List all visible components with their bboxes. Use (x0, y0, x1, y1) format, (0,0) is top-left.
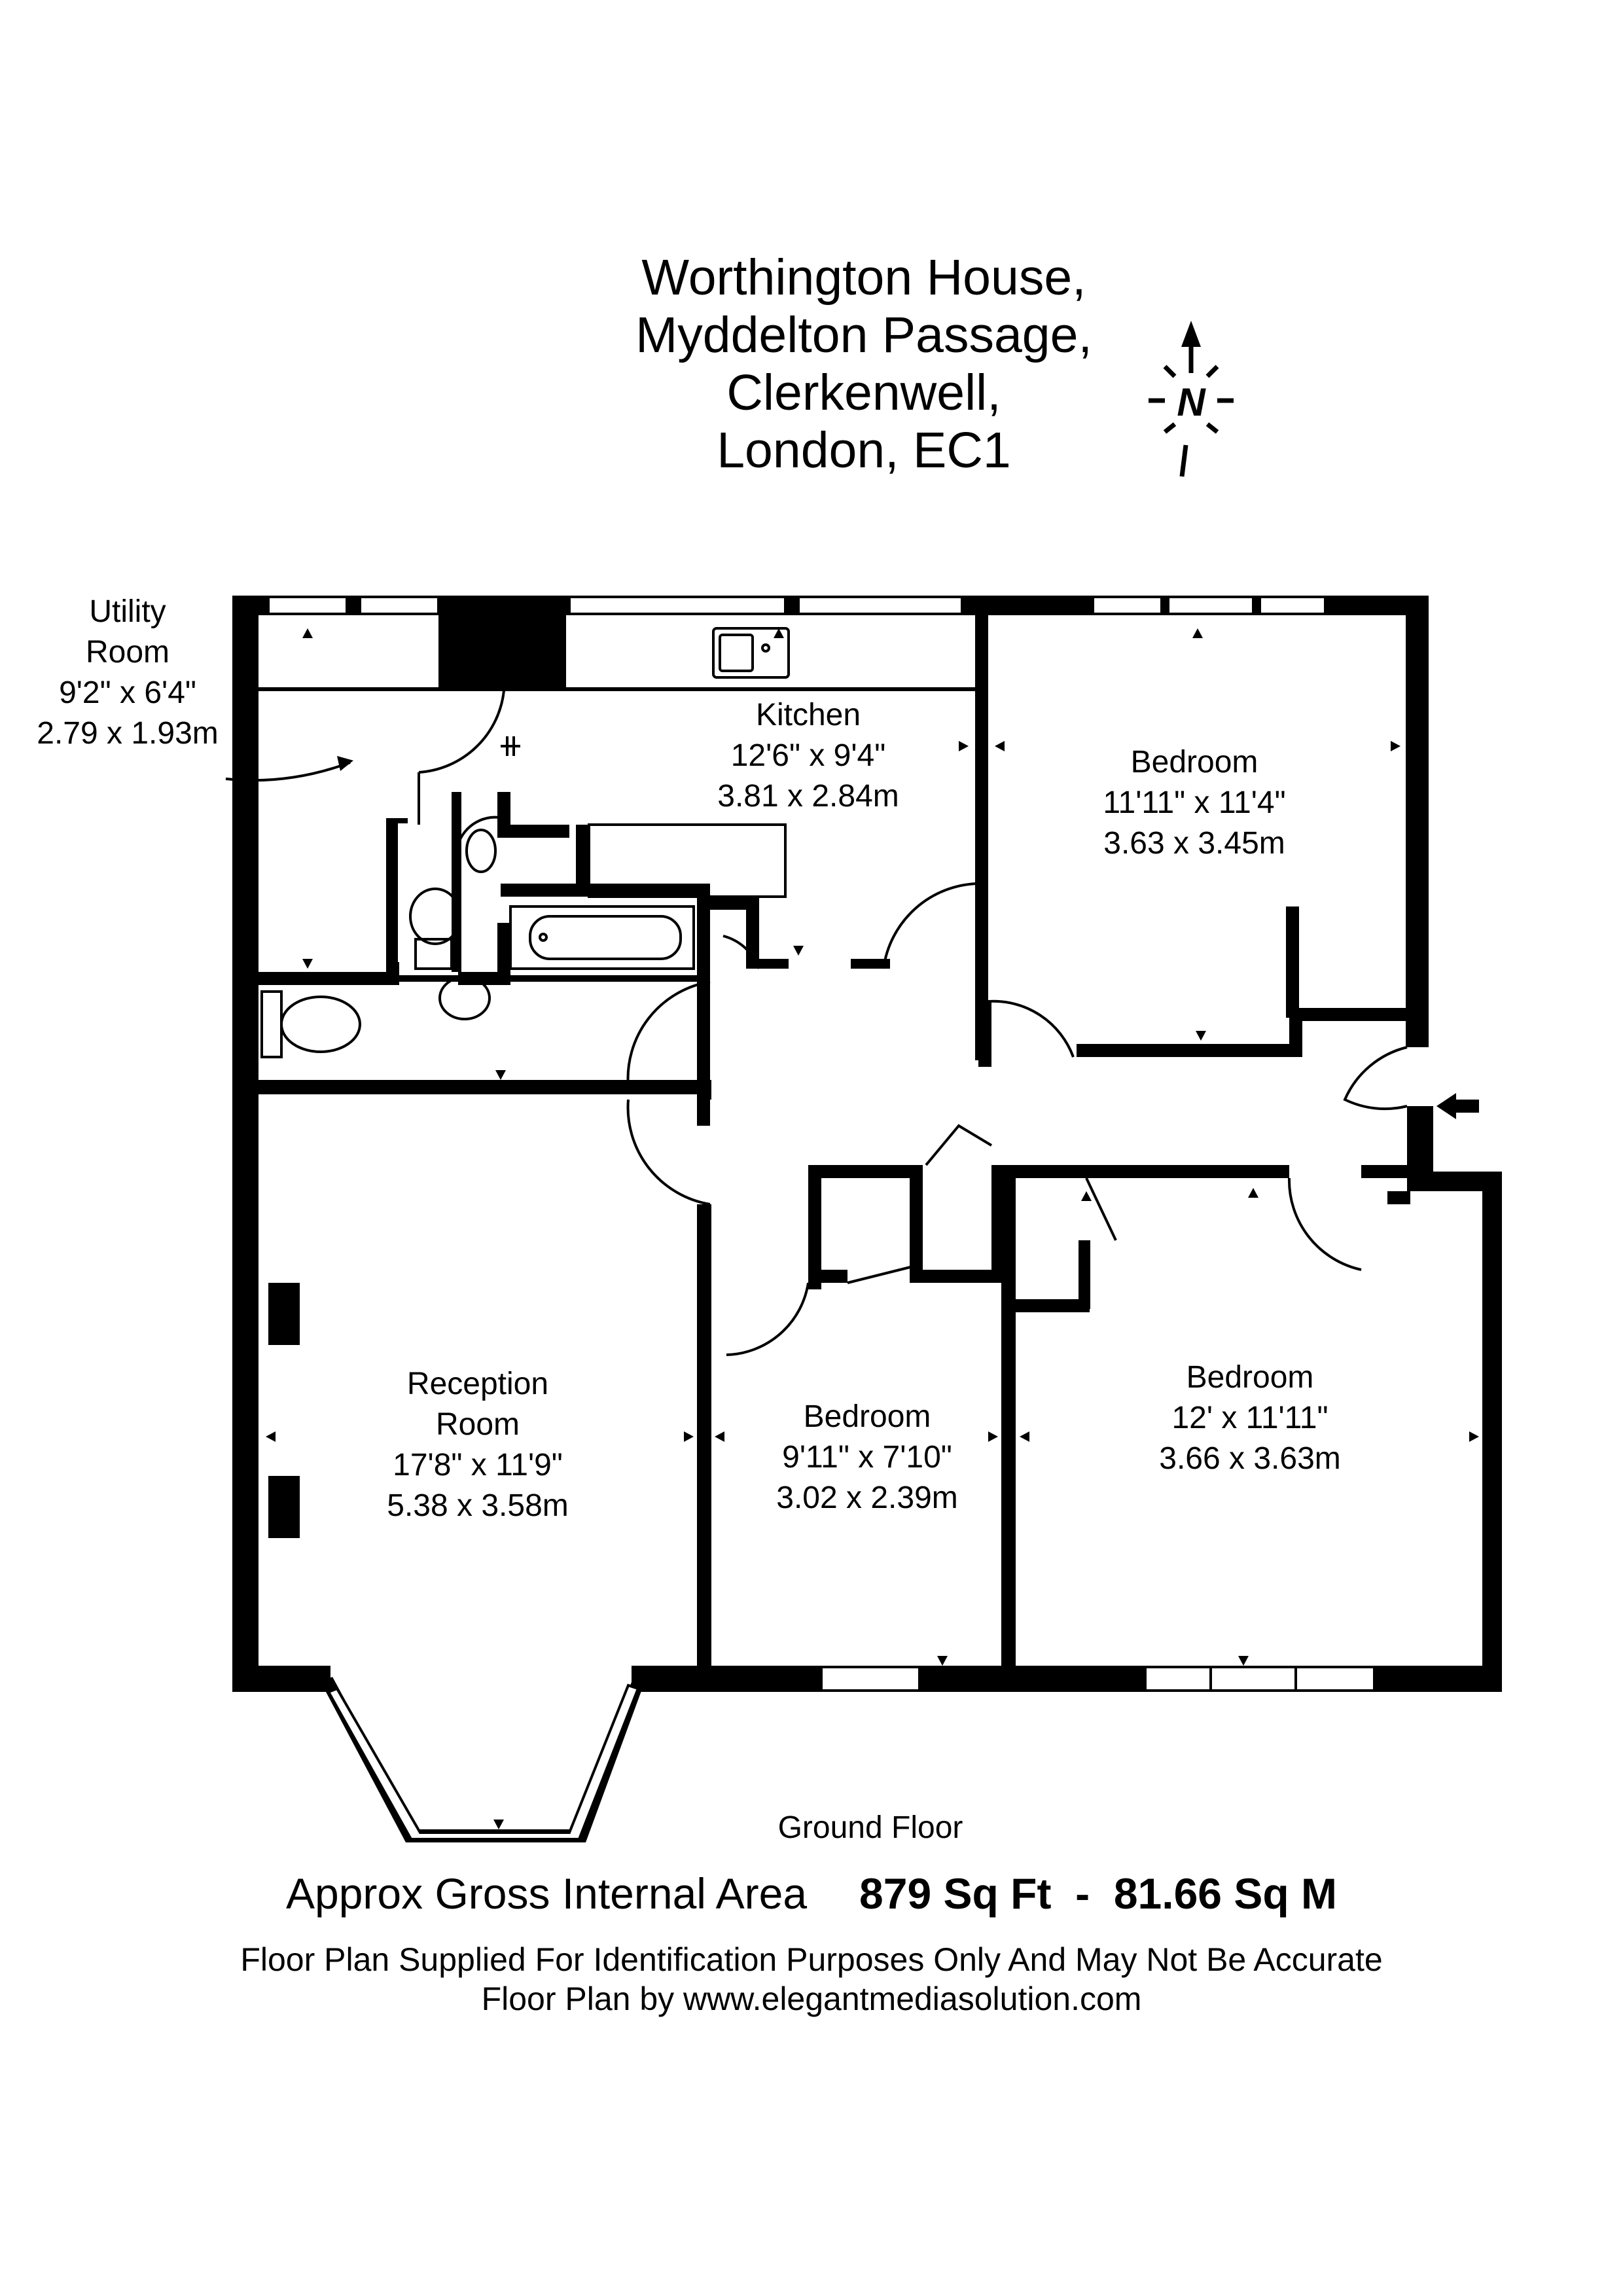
reception-name-2: Room (436, 1407, 520, 1442)
area-separator: - (1075, 1869, 1090, 1918)
windows (267, 596, 1376, 1692)
room-label-utility: Utility Room 9'2" x 6'4" 2.79 x 1.93m (37, 594, 219, 751)
dimension-ticks (266, 628, 1479, 1829)
floor-label: Ground Floor (777, 1810, 963, 1845)
bay-window (321, 1677, 645, 1842)
bedroom-se-metric: 3.66 x 3.63m (1159, 1441, 1341, 1476)
reception-name-1: Reception (407, 1367, 548, 1401)
bedroom-small-name: Bedroom (804, 1399, 931, 1434)
area-label: Approx Gross Internal Area (285, 1869, 808, 1918)
reception-imperial: 17'8" x 11'9" (393, 1448, 563, 1482)
internal-walls (259, 615, 1410, 1676)
disclaimer: Floor Plan Supplied For Identification P… (240, 1941, 1383, 1978)
kitchen-imperial: 12'6" x 9'4" (731, 738, 886, 773)
room-label-bedroom-ne: Bedroom 11'11" x 11'4" 3.63 x 3.45m (1103, 745, 1285, 861)
address-line-1: Worthington House, (641, 249, 1086, 306)
utility-name-1: Utility (89, 594, 166, 629)
kitchen-metric: 3.81 x 2.84m (717, 779, 899, 814)
bedroom-ne-name: Bedroom (1131, 745, 1258, 780)
gross-area: Approx Gross Internal Area 879 Sq Ft - 81… (0, 1869, 1623, 1918)
utility-metric: 2.79 x 1.93m (37, 716, 219, 751)
compass-letter: N (1177, 380, 1206, 424)
external-walls (232, 596, 1502, 1692)
bathtub-icon (509, 905, 695, 970)
area-sqft: 879 Sq Ft (859, 1869, 1052, 1918)
bedroom-small-imperial: 9'11" x 7'10" (782, 1440, 952, 1475)
bedroom-ne-metric: 3.63 x 3.45m (1103, 826, 1285, 861)
bedroom-se-name: Bedroom (1186, 1360, 1314, 1395)
basin-icon (438, 829, 497, 1020)
area-sqm: 81.66 Sq M (1113, 1869, 1337, 1918)
reception-metric: 5.38 x 3.58m (387, 1488, 569, 1523)
sink-icon (712, 627, 790, 679)
utility-name-2: Room (86, 635, 169, 670)
room-label-bedroom-small: Bedroom 9'11" x 7'10" 3.02 x 2.39m (776, 1399, 958, 1515)
utility-pointer-arrow (225, 756, 353, 782)
toilet-icon (409, 888, 461, 970)
utility-imperial: 9'2" x 6'4" (59, 675, 196, 710)
kitchen-counter (588, 823, 787, 898)
credit: Floor Plan by www.elegantmediasolution.c… (481, 1981, 1142, 2017)
bedroom-small-metric: 3.02 x 2.39m (776, 1480, 958, 1515)
address-line-2: Myddelton Passage, (635, 307, 1092, 363)
bedroom-ne-imperial: 11'11" x 11'4" (1103, 785, 1285, 820)
doors (418, 690, 1408, 1356)
room-label-kitchen: Kitchen 12'6" x 9'4" 3.81 x 2.84m (717, 698, 899, 814)
entrance-arrow-icon (1436, 1093, 1479, 1119)
room-label-bedroom-se: Bedroom 12' x 11'11" 3.66 x 3.63m (1159, 1360, 1341, 1476)
room-label-reception: Reception Room 17'8" x 11'9" 5.38 x 3.58… (387, 1367, 569, 1523)
address-line-3: Clerkenwell, (726, 365, 1001, 421)
wc-toilet-icon (260, 990, 361, 1058)
bedroom-se-imperial: 12' x 11'11" (1171, 1401, 1328, 1435)
kitchen-name: Kitchen (756, 698, 861, 732)
north-compass-icon (1149, 321, 1234, 477)
property-address: Worthington House, Myddelton Passage, Cl… (576, 249, 1152, 479)
address-line-4: London, EC1 (717, 422, 1011, 478)
dimension-marker-icon (501, 736, 520, 756)
